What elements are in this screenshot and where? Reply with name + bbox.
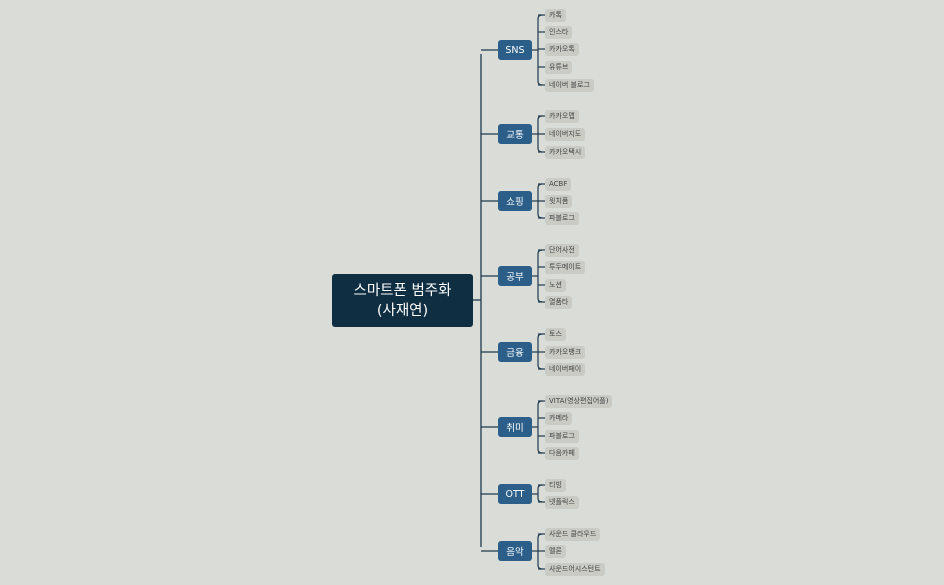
- leaf-node[interactable]: 멜론: [545, 544, 566, 558]
- leaf-node[interactable]: 네이버페이: [545, 362, 586, 376]
- leaf-node[interactable]: 투두메이트: [545, 260, 586, 274]
- category-node[interactable]: OTT: [498, 484, 532, 504]
- leaf-node[interactable]: 파블로그: [545, 429, 579, 443]
- category-node[interactable]: 쇼핑: [498, 191, 532, 211]
- leaf-node[interactable]: VITA(영상편집어플): [545, 394, 613, 408]
- leaf-node[interactable]: 카카오뱅크: [545, 345, 586, 359]
- category-node[interactable]: 금융: [498, 342, 532, 362]
- category-node[interactable]: 공부: [498, 266, 532, 286]
- leaf-node[interactable]: 넷플릭스: [545, 495, 579, 509]
- leaf-node[interactable]: 티빙: [545, 478, 566, 492]
- category-node[interactable]: SNS: [498, 40, 532, 60]
- leaf-node[interactable]: 사운드어시스턴트: [545, 562, 605, 576]
- leaf-node[interactable]: 노션: [545, 278, 566, 292]
- leaf-node[interactable]: 사운드 클라우드: [545, 527, 601, 541]
- leaf-node[interactable]: 카카오톡: [545, 42, 579, 56]
- leaf-node[interactable]: 인스타: [545, 25, 573, 39]
- category-node[interactable]: 교통: [498, 124, 532, 144]
- leaf-node[interactable]: 네이버 블로그: [545, 78, 594, 92]
- root-node[interactable]: 스마트폰 범주화 (사재연): [332, 274, 473, 327]
- category-node[interactable]: 음악: [498, 541, 532, 561]
- leaf-node[interactable]: 파블로그: [545, 211, 579, 225]
- leaf-node[interactable]: 열품타: [545, 295, 573, 309]
- leaf-node[interactable]: 단어사전: [545, 243, 579, 257]
- leaf-node[interactable]: ACBF: [545, 177, 572, 191]
- leaf-node[interactable]: 토스: [545, 327, 566, 341]
- category-node[interactable]: 취미: [498, 417, 532, 437]
- leaf-node[interactable]: 카톡: [545, 8, 566, 22]
- leaf-node[interactable]: 카카오맵: [545, 109, 579, 123]
- leaf-node[interactable]: 카메라: [545, 411, 573, 425]
- leaf-node[interactable]: 네이버지도: [545, 127, 586, 141]
- leaf-node[interactable]: 카카오택시: [545, 145, 586, 159]
- leaf-node[interactable]: 유튜브: [545, 60, 573, 74]
- leaf-node[interactable]: 윗치폼: [545, 194, 573, 208]
- leaf-node[interactable]: 다음카페: [545, 446, 579, 460]
